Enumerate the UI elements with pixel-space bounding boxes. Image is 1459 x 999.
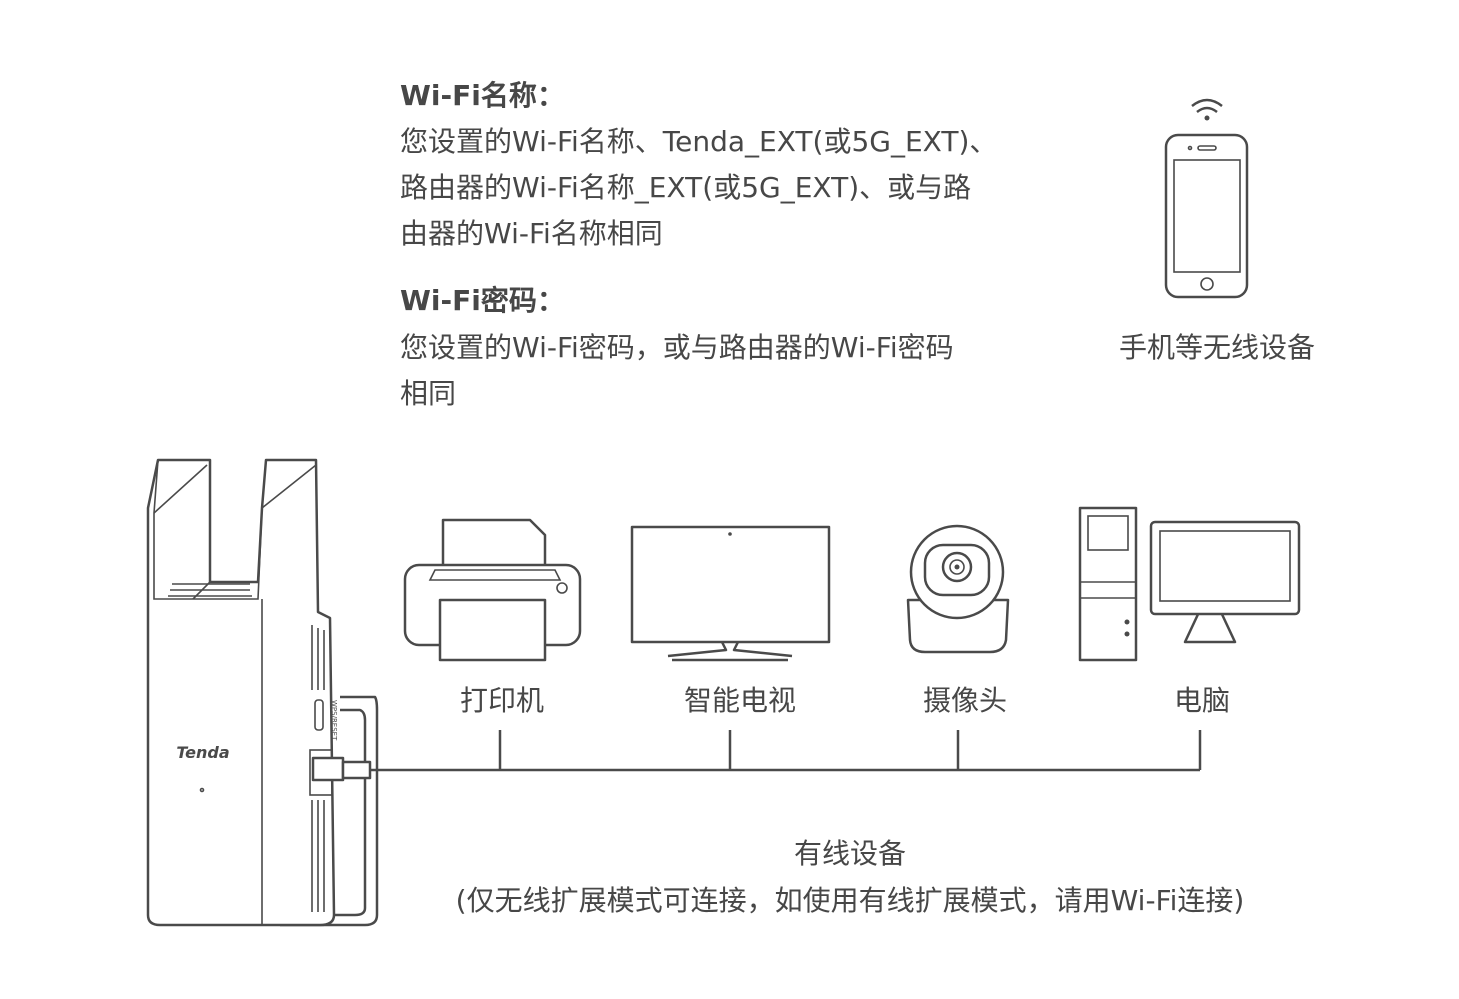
wired-device-label: 打印机 [460, 684, 544, 717]
wireless-device-label: 手机等无线设备 [1119, 331, 1315, 364]
phone-icon [1164, 133, 1249, 299]
tenda-logo: Tenda [176, 743, 229, 762]
extender-device: WPS/RESET Tenda [146, 458, 379, 927]
wifi-name-line: 由器的Wi-Fi名称相同 [400, 217, 663, 250]
computer-icon [1078, 506, 1301, 662]
wifi-name-line: 您设置的Wi-Fi名称、Tenda_EXT(或5G_EXT)、 [400, 125, 997, 158]
wifi-name-title: Wi-Fi名称： [400, 79, 565, 112]
wired-note-detail: (仅无线扩展模式可连接，如使用有线扩展模式，请用Wi-Fi连接) [456, 884, 1245, 917]
tv-icon [630, 525, 831, 662]
wps-reset-label: WPS/RESET [330, 700, 338, 741]
printer-icon [403, 518, 582, 662]
wired-device-label: 摄像头 [923, 684, 1007, 717]
wifi-password-title: Wi-Fi密码： [400, 284, 565, 317]
wifi-password-line: 您设置的Wi-Fi密码，或与路由器的Wi-Fi密码 [400, 331, 954, 364]
wired-connection-lines [370, 730, 1202, 772]
wired-device-label: 电脑 [1174, 684, 1230, 717]
wired-note-title: 有线设备 [794, 837, 906, 870]
camera-icon [906, 524, 1010, 654]
wifi-password-line: 相同 [400, 377, 456, 410]
wired-device-label: 智能电视 [684, 684, 796, 717]
wifi-name-line: 路由器的Wi-Fi名称_EXT(或5G_EXT)、或与路 [400, 171, 971, 204]
wifi-icon [1191, 98, 1223, 121]
